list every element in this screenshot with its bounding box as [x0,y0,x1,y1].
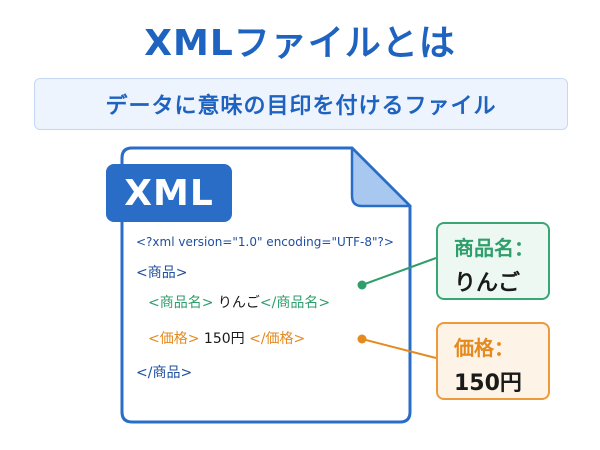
price-close-tag: </価格> [249,331,306,347]
root-open-tag: <商品> [136,265,188,281]
page-title: XMLファイルとは [144,23,456,64]
price-open-tag: <価格> [148,331,200,347]
callout-price-value: 150円 [454,371,522,396]
subtitle-banner: データに意味の目印を付けるファイル [34,78,568,130]
name-open-tag: <商品名> [148,295,214,311]
subtitle-text: データに意味の目印を付けるファイル [105,94,497,119]
connector-line-name [361,257,437,286]
name-value: りんご [217,295,260,311]
price-value: 150円 [203,331,245,347]
callout-name: 商品名： りんご [436,222,550,300]
name-element-line: <商品名> りんご</商品名> [148,292,330,312]
xml-badge: XML [106,164,232,222]
callout-price: 価格： 150円 [436,322,550,400]
root-close-tag: </商品> [136,365,193,381]
callout-price-label: 価格： [454,336,514,360]
connector-dot-name [357,280,367,290]
xml-declaration: <?xml version="1.0" encoding="UTF-8"?> [136,235,394,249]
price-element-line: <価格> 150円 </価格> [148,328,305,348]
name-close-tag: </商品名> [259,295,331,311]
connector-line-price [361,338,437,359]
connector-dot-price [357,334,367,344]
document-folded-corner [350,146,412,208]
callout-name-label: 商品名： [454,236,534,260]
callout-name-value: りんご [454,271,521,296]
